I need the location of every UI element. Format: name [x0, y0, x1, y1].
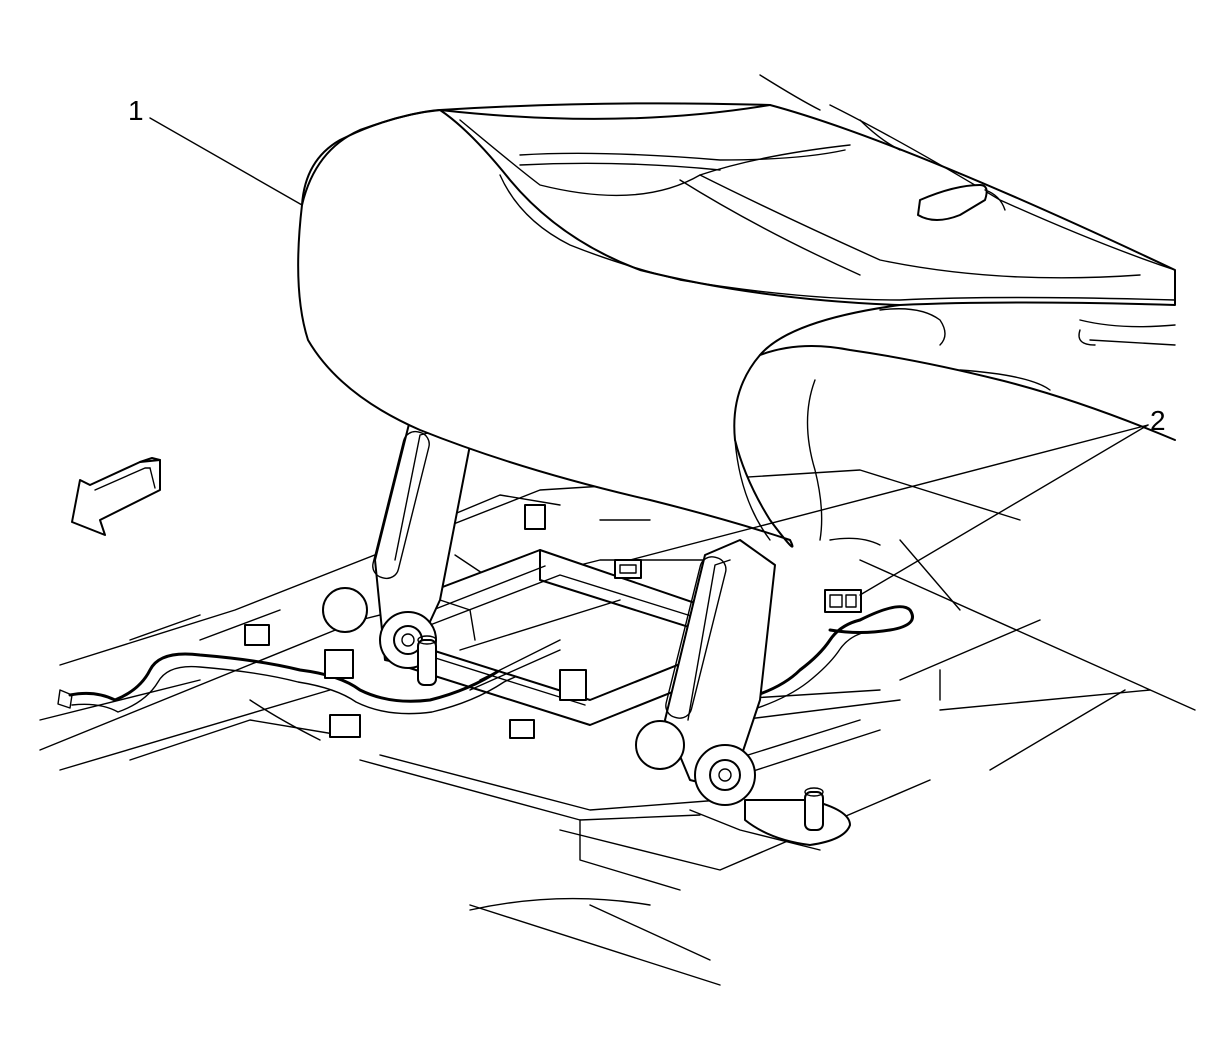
callout-2: 2 — [1150, 405, 1166, 436]
leader-lines — [149, 117, 1149, 596]
leader-line-1 — [149, 117, 303, 206]
callout-1: 1 — [128, 95, 144, 126]
leader-line-2a — [629, 424, 1149, 561]
wiring-harness — [57, 605, 914, 715]
left-seat-riser — [322, 409, 476, 686]
forward-arrow-icon — [71, 457, 161, 536]
floor-pan — [39, 469, 1196, 986]
seat-cushion — [297, 74, 1176, 548]
connectors — [244, 504, 862, 739]
leader-line-2b — [859, 424, 1149, 596]
connector-center — [614, 559, 642, 579]
right-seat-riser — [635, 539, 851, 846]
